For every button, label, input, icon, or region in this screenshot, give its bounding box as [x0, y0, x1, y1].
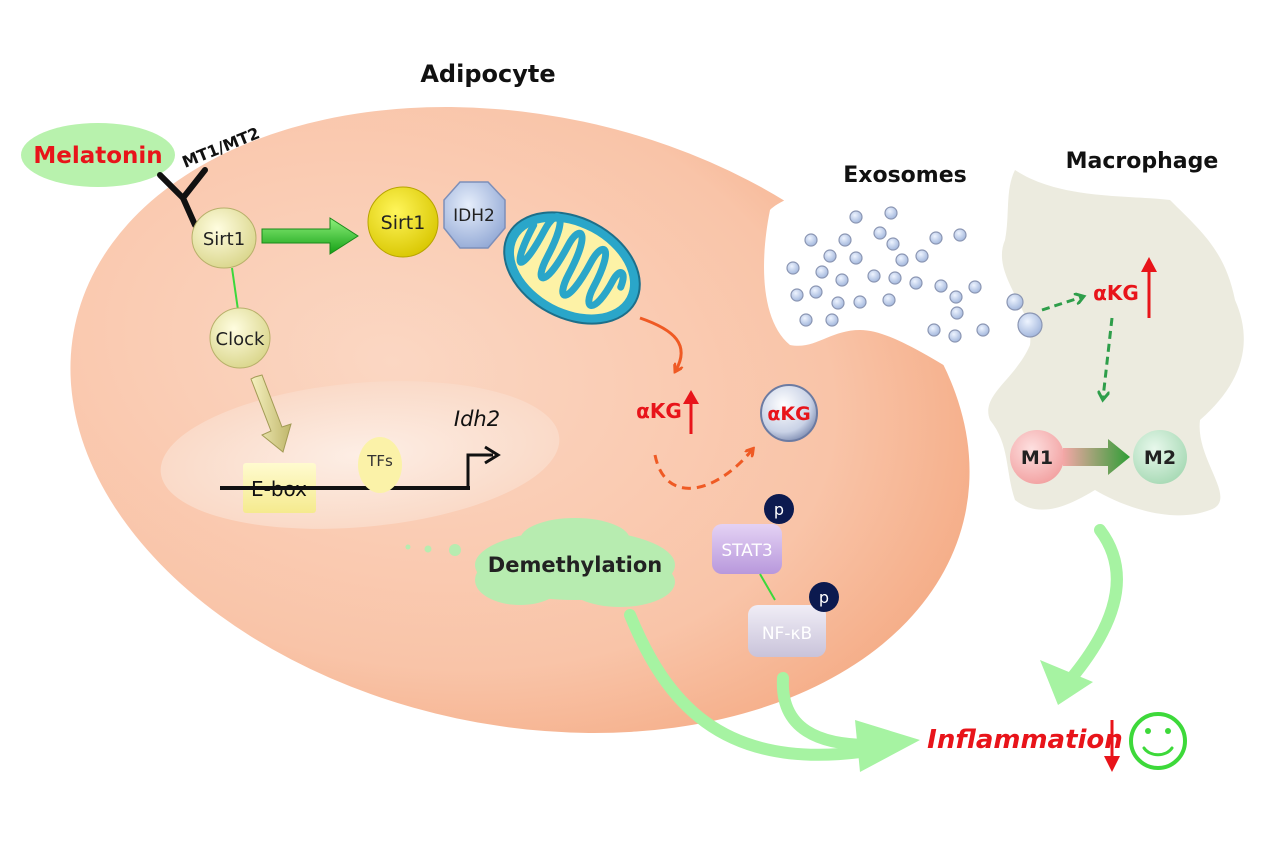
clock-to-ebox-arrow: [250, 374, 292, 453]
smiley-icon: [1129, 712, 1187, 770]
inflammation-arrowhead-main: [855, 720, 920, 772]
demethylation-cloud: [405, 518, 675, 607]
mito-to-akg-arrow: [639, 316, 681, 370]
nfkb-phospho-label: p: [819, 588, 829, 607]
stat3-nfkb-link: [759, 573, 776, 601]
stat3-phospho: [764, 494, 794, 524]
sirt1-activation-arrow: [261, 217, 359, 255]
tfs-node: [358, 437, 402, 493]
m2-label: M2: [1144, 447, 1176, 469]
m1-node: [1010, 430, 1064, 484]
nfkb-box: [748, 605, 826, 657]
inflammation-arrowhead-macrophage: [1040, 660, 1093, 705]
nfkb-label: NF-κB: [762, 624, 812, 644]
clock-label: Clock: [216, 329, 265, 350]
stat3-box: [712, 524, 782, 574]
sirt1-mito-label: Sirt1: [381, 212, 426, 234]
inflammation-down-arrow: [1104, 720, 1120, 772]
idh2-promoter-arrow: [466, 453, 493, 488]
inflammation-arrows: [624, 524, 1123, 761]
macrophage-cell: [988, 170, 1244, 516]
adipocyte-label: Adipocyte: [420, 60, 555, 88]
stat3-label: STAT3: [721, 541, 772, 561]
nfkb-phospho: [809, 582, 839, 612]
akg-macrophage-label: αKG: [1093, 281, 1139, 305]
m1-label: M1: [1021, 447, 1053, 469]
sirt1-membrane-node: [191, 207, 257, 269]
melatonin-bubble: [21, 123, 175, 187]
exosome-to-macrophage-arrow: [1041, 297, 1082, 312]
inflammation-label: Inflammation: [927, 725, 1123, 755]
melatonin-label: Melatonin: [33, 143, 162, 169]
akg-to-polarization-arrow: [1103, 317, 1114, 398]
clock-node: [209, 307, 271, 369]
idh2-node: [443, 181, 506, 249]
idh2-label: IDH2: [453, 206, 495, 226]
exosome-vesicles: [786, 206, 1043, 343]
akg-cyto-label: αKG: [636, 399, 682, 423]
akg-cyto-up-arrow: [683, 390, 699, 434]
akg-to-vesicle-arrow: [653, 450, 752, 490]
akg-vesicle-label: αKG: [767, 403, 810, 425]
sirt1-membrane-label: Sirt1: [203, 229, 245, 250]
tfs-label: TFs: [366, 452, 393, 470]
idh2-gene-label: Idh2: [454, 407, 500, 431]
macrophage-label: Macrophage: [1066, 149, 1219, 174]
exosomes-label: Exosomes: [843, 163, 966, 188]
mitochondrion-icon: [503, 211, 641, 325]
akg-macrophage-up-arrow: [1141, 257, 1157, 318]
demethylation-label: Demethylation: [488, 553, 662, 577]
sirt1-clock-link: [231, 267, 239, 311]
sirt1-mito-node: [367, 186, 439, 258]
m2-node: [1133, 430, 1187, 484]
akg-vesicle: [760, 384, 818, 442]
m1-to-m2-arrow: [1063, 439, 1130, 475]
exosome-region: [764, 177, 1040, 420]
ebox-label: E-box: [251, 477, 307, 501]
stat3-phospho-label: p: [774, 500, 784, 519]
receptor-icon: [157, 167, 208, 228]
